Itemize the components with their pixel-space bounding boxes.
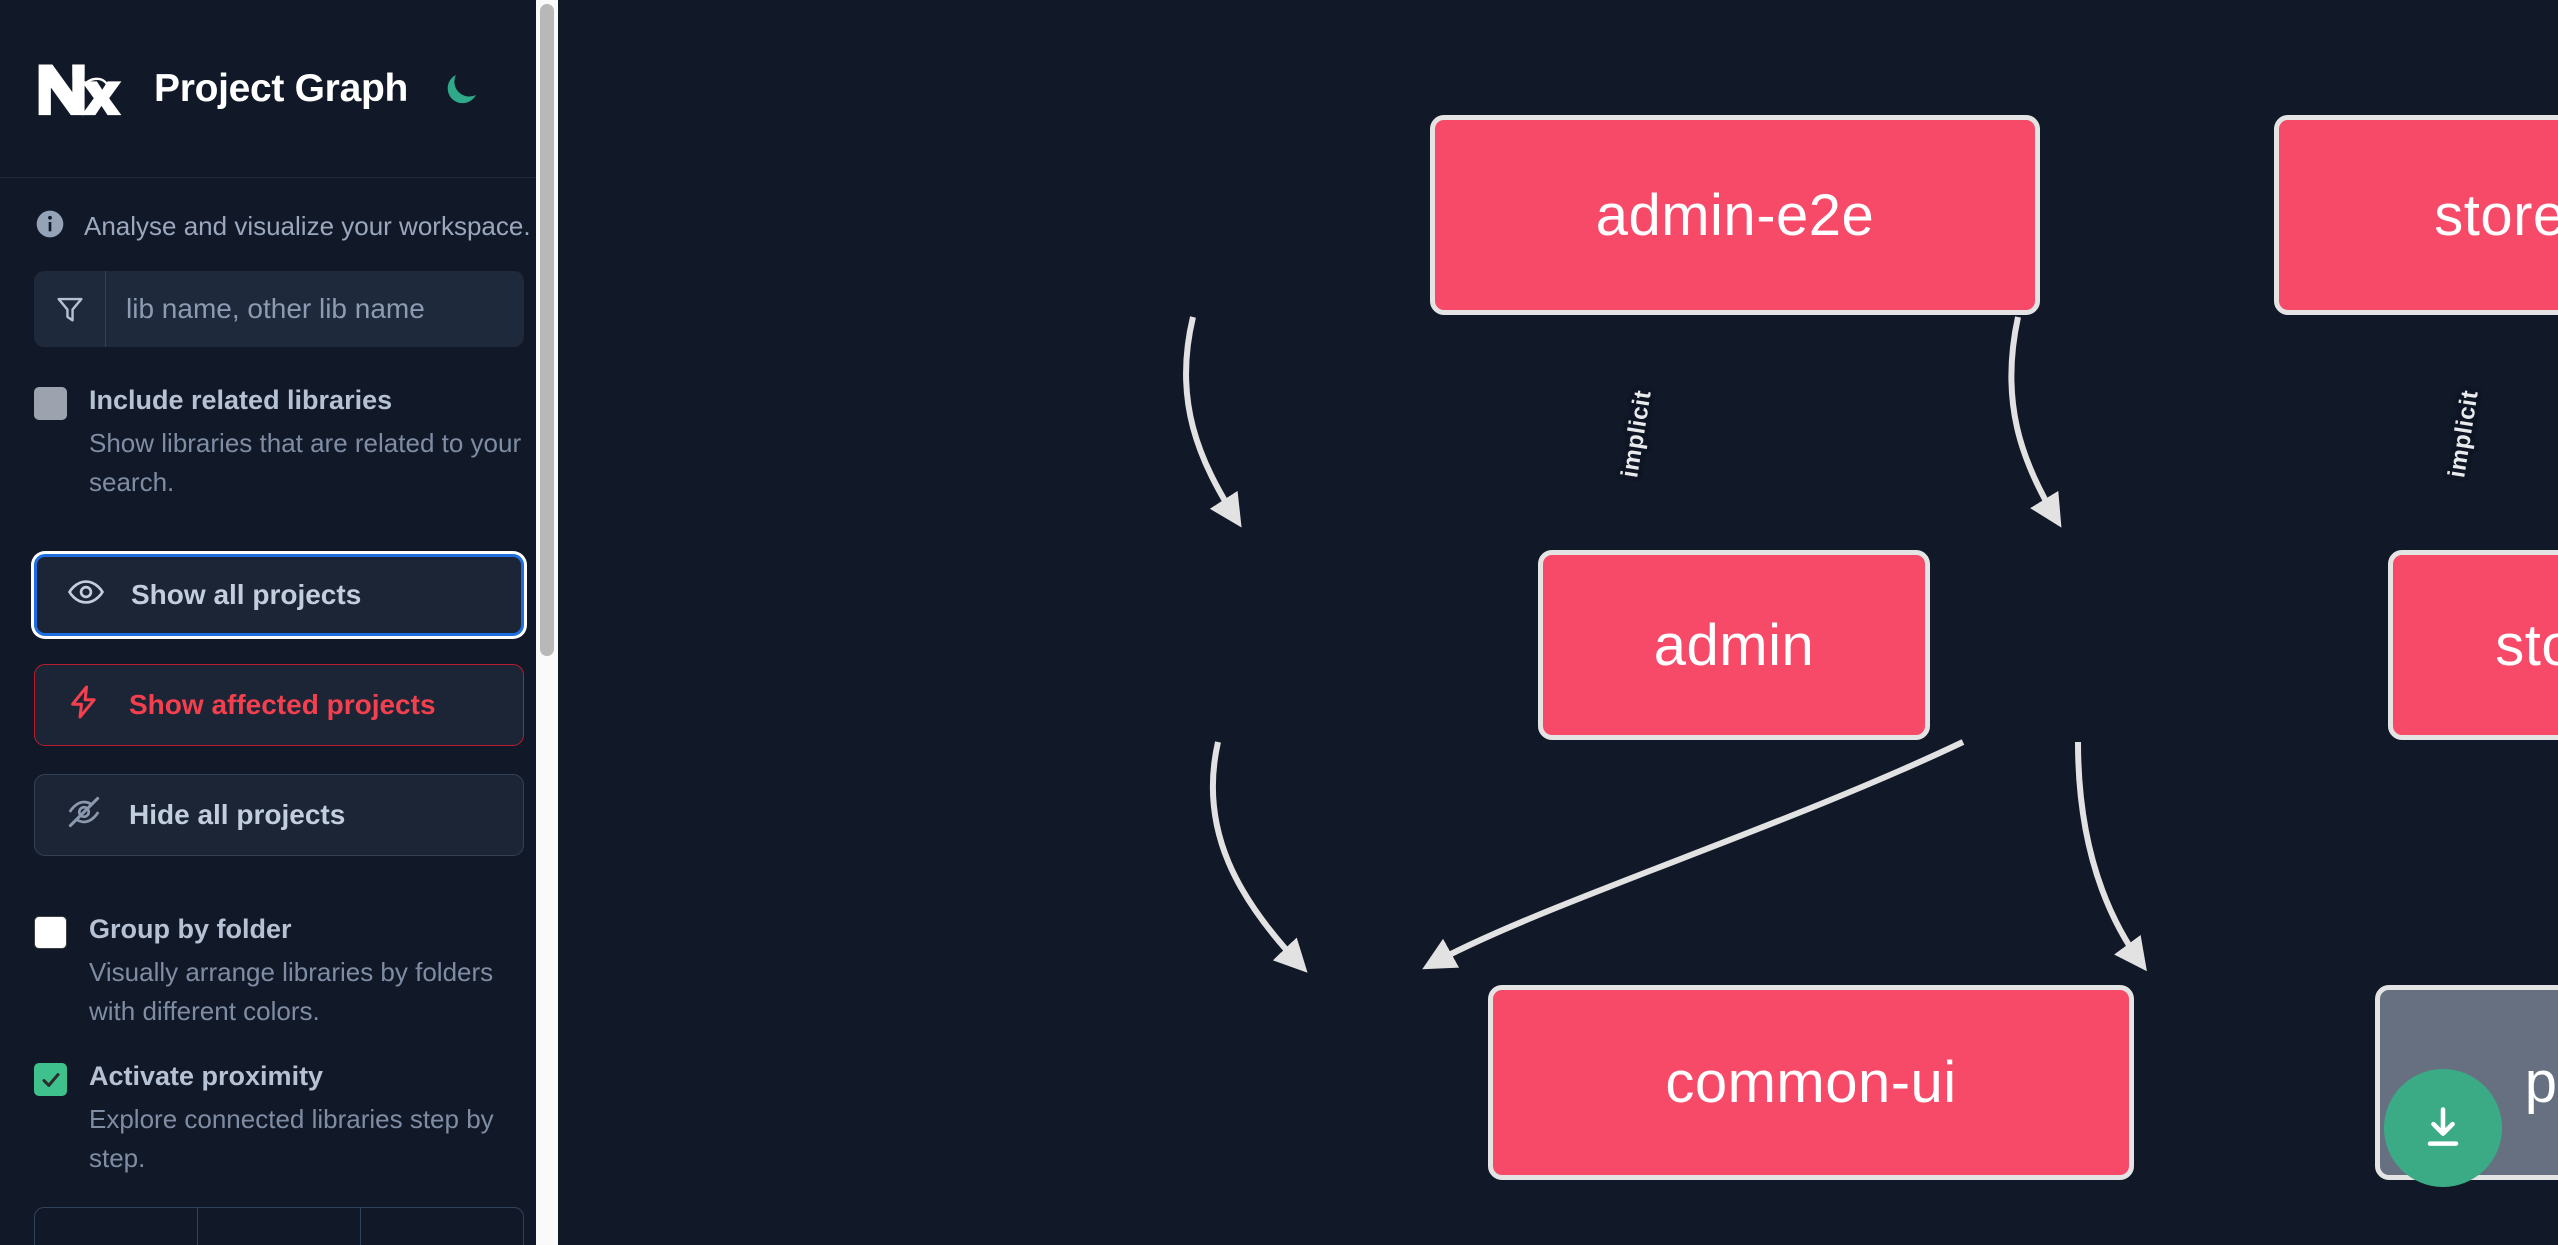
sidebar-scrollbar[interactable] [536, 0, 558, 1245]
node-label: store-e2e [2434, 182, 2558, 248]
spacer [34, 528, 524, 554]
sidebar: Project Graph Analyse and visualize your… [0, 0, 558, 1245]
eye-icon [67, 573, 105, 618]
group-by-folder-checkbox[interactable] [34, 916, 67, 950]
search-input[interactable] [106, 271, 524, 347]
node-label: admin [1653, 612, 1815, 678]
button-label: Hide all projects [129, 799, 346, 831]
option-label: Include related libraries [89, 385, 393, 415]
info-circle-icon [34, 208, 66, 245]
option-include-related-libraries[interactable]: Include related libraries Show libraries… [34, 381, 524, 502]
option-description: Explore connected libraries step by step… [89, 1104, 494, 1174]
option-activate-proximity[interactable]: Activate proximity Explore connected lib… [34, 1057, 524, 1178]
edge-store-to-common-ui [1422, 739, 1965, 970]
option-label: Activate proximity [89, 1061, 324, 1092]
funnel-filter-icon [34, 271, 106, 347]
node-label: common-ui [1665, 1050, 1957, 1115]
option-description: Show libraries that are related to your … [89, 428, 522, 498]
nx-logo-icon [34, 58, 126, 120]
node-label: store [2495, 612, 2558, 678]
button-label: Show all projects [131, 579, 362, 611]
option-label: Group by folder [89, 914, 292, 945]
eye-off-icon [65, 793, 103, 838]
button-label: Show affected projects [129, 689, 436, 721]
edge-store-e2e-to-store [2008, 316, 2062, 528]
edge-admin-to-common-ui [1209, 741, 1308, 973]
segment-option[interactable] [35, 1208, 198, 1245]
moon-icon[interactable] [438, 66, 484, 112]
graph-edges [1183, 316, 2147, 973]
download-icon[interactable] [2384, 1069, 2502, 1187]
graph-node-admin-e2e[interactable]: admin-e2e [1430, 115, 2040, 315]
activate-proximity-checkbox[interactable] [34, 1063, 67, 1097]
option-group-by-folder[interactable]: Group by folder Visually arrange librari… [34, 910, 524, 1031]
graph-node-store[interactable]: store [2388, 550, 2558, 740]
graph-node-store-e2e[interactable]: store-e2e [2274, 115, 2558, 315]
workspace-info-text: Analyse and visualize your workspace. [84, 211, 531, 241]
spacer [34, 884, 524, 910]
include-related-libraries-checkbox[interactable] [34, 387, 67, 420]
edge-store-to-products [2075, 741, 2147, 972]
page-title: Project Graph [154, 66, 408, 110]
segment-option[interactable] [198, 1208, 361, 1245]
workspace-info: Analyse and visualize your workspace. [0, 178, 558, 271]
node-label: admin-e2e [1595, 182, 1875, 248]
sidebar-header: Project Graph [0, 0, 558, 178]
hide-all-projects-button[interactable]: Hide all projects [34, 774, 524, 857]
show-affected-projects-button[interactable]: Show affected projects [34, 664, 524, 747]
filter-row [34, 271, 524, 347]
segment-option[interactable] [361, 1208, 523, 1245]
option-description: Visually arrange libraries by folders wi… [89, 957, 494, 1027]
node-label: products [2524, 1050, 2558, 1115]
graph-canvas[interactable]: admin-e2e store-e2e admin store common-u… [558, 0, 2558, 1245]
lightning-bolt-icon [65, 683, 103, 728]
edge-admin-e2e-to-admin [1183, 316, 1242, 528]
segmented-control[interactable] [34, 1207, 524, 1245]
show-all-projects-button[interactable]: Show all projects [34, 554, 524, 637]
graph-node-admin[interactable]: admin [1538, 550, 1930, 740]
sidebar-scrollbar-thumb[interactable] [540, 4, 554, 656]
sidebar-body: Include related libraries Show libraries… [0, 271, 558, 1178]
graph-node-common-ui[interactable]: common-ui [1488, 985, 2134, 1180]
